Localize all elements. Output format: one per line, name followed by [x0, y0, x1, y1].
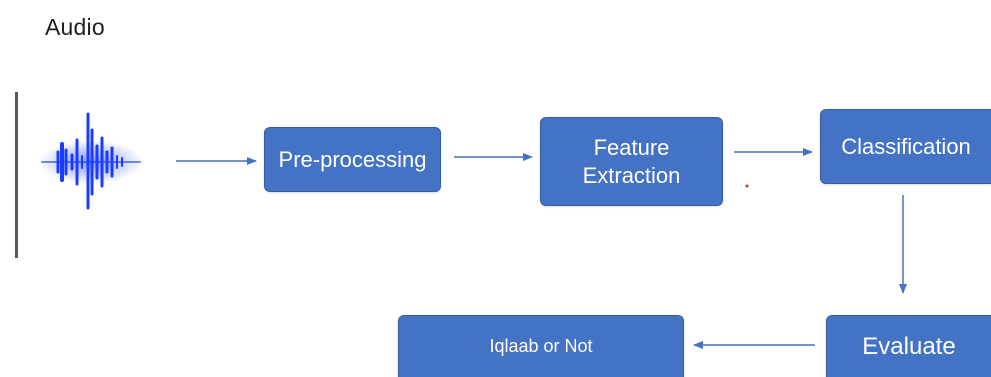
- output-box: Iqlaab or Not: [398, 315, 684, 377]
- evaluate-label: Evaluate: [862, 332, 956, 360]
- preprocessing-box: Pre-processing: [264, 127, 441, 192]
- preprocessing-label: Pre-processing: [278, 146, 427, 172]
- feature-label-line2: Extraction: [582, 162, 681, 188]
- red-dot-mark: [745, 184, 749, 188]
- audio-title: Audio: [45, 14, 105, 40]
- output-label: Iqlaab or Not: [489, 336, 593, 357]
- evaluate-box: Evaluate: [826, 315, 991, 377]
- feature-extraction-box: Feature Extraction: [540, 117, 723, 206]
- audio-input-line: [15, 92, 18, 258]
- waveform-icon: [39, 112, 143, 210]
- feature-label-line1: Feature: [593, 135, 670, 160]
- classification-label: Classification: [841, 133, 971, 159]
- classification-box: Classification: [820, 109, 991, 184]
